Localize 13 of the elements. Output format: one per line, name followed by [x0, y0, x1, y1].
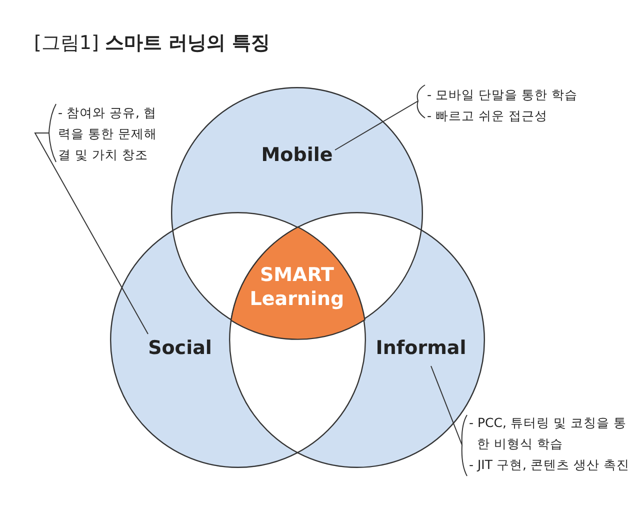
callout-text: - PCC, 튜터링 및 코칭을 통한 비형식 학습	[469, 414, 627, 453]
circle-label: Social	[148, 337, 212, 359]
callout-text: - 빠르고 쉬운 접근성	[427, 107, 548, 125]
callout-text: - 참여와 공유, 협력을 통한 문제해결 및 가치 창조	[58, 104, 158, 164]
figure-title: [그림1] 스마트 러닝의 특징	[34, 31, 270, 56]
leader-line	[334, 84, 426, 150]
circle-label: Mobile	[261, 144, 333, 166]
leader-line	[430, 366, 468, 476]
callout-text: - 모바일 단말을 통한 학습	[427, 86, 578, 104]
intersection-label: SMART Learning	[248, 262, 345, 311]
circle-label: Informal	[376, 337, 466, 359]
callout-text: - JIT 구현, 콘텐츠 생산 촉진	[469, 456, 630, 474]
leader-line	[34, 104, 148, 334]
